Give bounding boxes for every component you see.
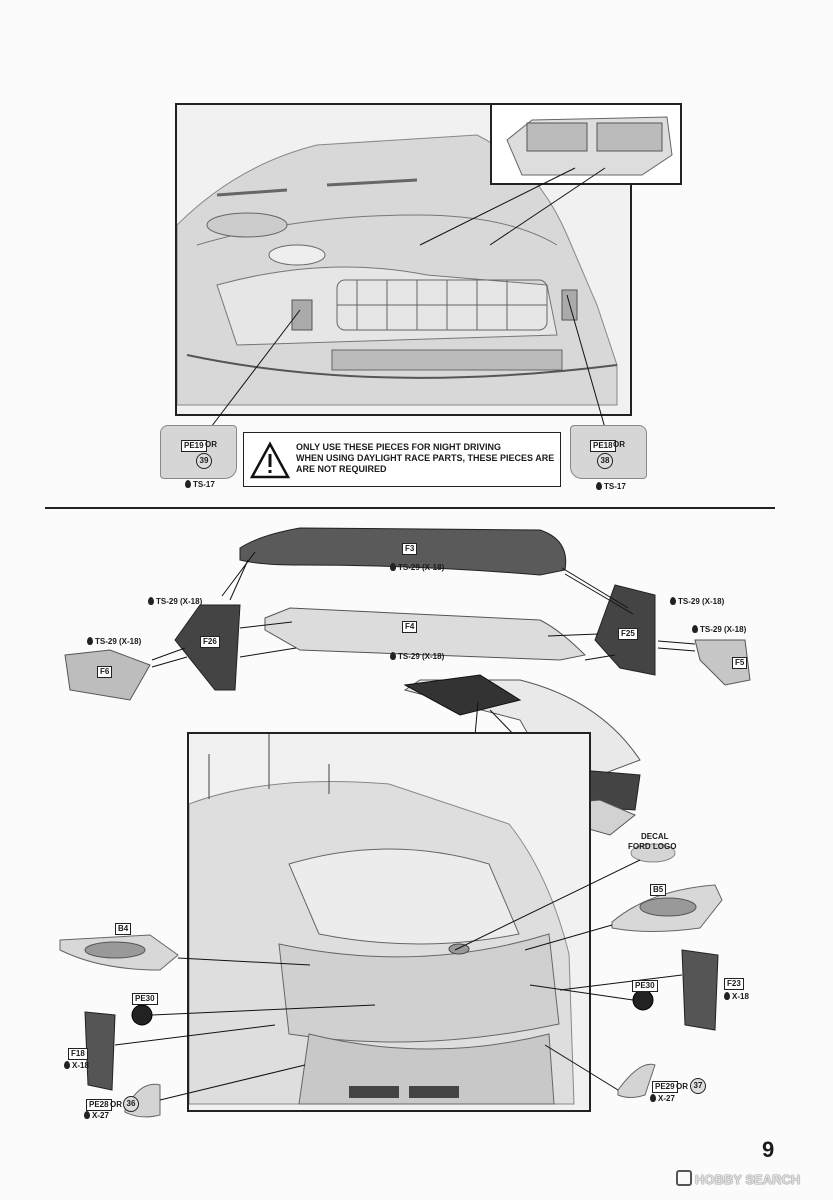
warning-text: ONLY USE THESE PIECES FOR NIGHT DRIVING …: [296, 442, 558, 475]
f18-paint: X-18: [64, 1061, 89, 1070]
pe18-or: OR: [613, 440, 625, 449]
paint-drop-icon: [670, 597, 676, 605]
pe18-paint: TS-17: [596, 482, 626, 491]
warning-triangle-icon: [250, 441, 290, 479]
page-number: 9: [762, 1137, 775, 1162]
pe29-tag: PE29: [652, 1081, 678, 1093]
pe18-alt-number: 38: [597, 453, 613, 469]
f3-paint: TS-29 (X-18): [390, 563, 444, 572]
pe28-tag: PE28: [86, 1099, 112, 1111]
f5-tag: F5: [732, 657, 748, 669]
pe29-or: OR: [676, 1082, 688, 1091]
f5-paint: TS-29 (X-18): [692, 625, 746, 634]
pe28-or: OR: [110, 1100, 122, 1109]
f4-tag: F4: [402, 621, 418, 633]
warning-line-2: WHEN USING DAYLIGHT RACE PARTS, THESE PI…: [296, 453, 555, 463]
warning-box: ONLY USE THESE PIECES FOR NIGHT DRIVING …: [243, 432, 561, 487]
f23-tag: F23: [724, 978, 744, 990]
pe19-tag: PE19: [181, 440, 207, 452]
b5-tag: B5: [650, 884, 667, 896]
decal-label-2: FORD LOGO: [628, 842, 677, 851]
paint-drop-icon: [692, 625, 698, 633]
paint-drop-icon: [185, 480, 191, 488]
pe19-alt-number: 39: [196, 453, 212, 469]
section-divider: [45, 507, 775, 509]
f6-tag: F6: [97, 666, 113, 678]
rear-view-frame: [187, 732, 591, 1112]
paint-drop-icon: [650, 1094, 656, 1102]
paint-drop-icon: [390, 652, 396, 660]
paint-drop-icon: [148, 597, 154, 605]
paint-drop-icon: [724, 992, 730, 1000]
pe18-piece: [570, 425, 647, 479]
f6-paint: TS-29 (X-18): [87, 637, 141, 646]
pe30-right-tag: PE30: [632, 980, 658, 992]
f25-tag: F25: [618, 628, 638, 640]
hood-vent-drawing: [506, 116, 673, 176]
watermark: HOBBY SEARCH: [676, 1170, 800, 1187]
paint-drop-icon: [84, 1111, 90, 1119]
f26-paint: TS-29 (X-18): [148, 597, 202, 606]
pe19-paint: TS-17: [185, 480, 215, 489]
f26-tag: F26: [200, 636, 220, 648]
pe30-left-tag: PE30: [132, 993, 158, 1005]
warning-line-3: ARE NOT REQUIRED: [296, 464, 387, 474]
rear-car-drawing: [189, 734, 575, 1105]
f4-paint: TS-29 (X-18): [390, 652, 444, 661]
warning-line-1: ONLY USE THESE PIECES FOR NIGHT DRIVING: [296, 442, 502, 452]
pe28-alt-number: 36: [123, 1096, 139, 1112]
paint-drop-icon: [87, 637, 93, 645]
paint-drop-icon: [390, 563, 396, 571]
pe18-tag: PE18: [590, 440, 616, 452]
f3-tag: F3: [402, 543, 418, 555]
pe29-alt-number: 37: [690, 1078, 706, 1094]
pe19-piece: [160, 425, 237, 479]
pe29-paint: X-27: [650, 1094, 675, 1103]
paint-drop-icon: [596, 482, 602, 490]
f23-paint: X-18: [724, 992, 749, 1001]
pe19-or: OR: [205, 440, 217, 449]
b4-tag: B4: [115, 923, 132, 935]
f18-tag: F18: [68, 1048, 88, 1060]
f25-paint: TS-29 (X-18): [670, 597, 724, 606]
paint-drop-icon: [64, 1061, 70, 1069]
pe28-paint: X-27: [84, 1111, 109, 1120]
hobby-search-logo-icon: [676, 1170, 692, 1186]
decal-label-1: DECAL: [641, 832, 669, 841]
